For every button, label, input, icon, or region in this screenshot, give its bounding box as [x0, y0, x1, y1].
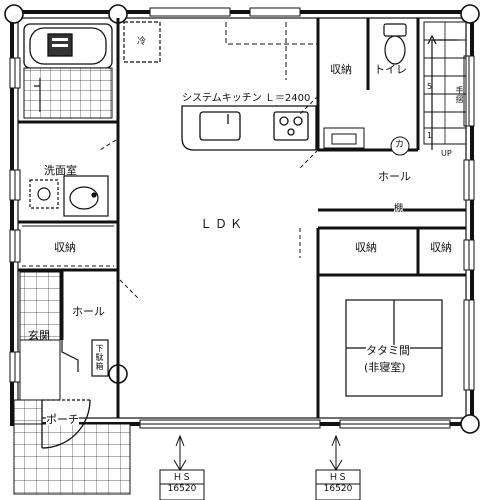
storage-mid-label: 収納	[355, 241, 377, 254]
entrance-label: 玄関	[28, 329, 50, 342]
interior-walls	[18, 18, 466, 418]
toilet-fixture	[383, 23, 407, 65]
tatami-label-line2: (非寝室)	[364, 361, 406, 374]
tatami-mats	[345, 299, 443, 397]
shoe-cabinet-label: 下駄箱	[95, 344, 104, 371]
storage-left-label: 収納	[54, 241, 76, 254]
entrance-door	[41, 399, 91, 449]
hs-marker-2: ＨＳ 16520	[318, 473, 358, 495]
storage-top-label: 収納	[330, 63, 352, 76]
hs-marker-1-value: 16520	[167, 484, 197, 494]
ka-mark-label: カ	[395, 140, 405, 150]
ldk-label: ＬＤＫ	[200, 217, 246, 231]
hs-marker-1: ＨＳ 16520	[162, 473, 202, 495]
stairs-up-label: UP	[441, 149, 452, 158]
kitchen	[181, 105, 317, 151]
hall-right-label: ホール	[378, 170, 411, 183]
fridge-label: 冷	[137, 37, 147, 47]
windows	[9, 7, 475, 429]
hall-left-label: ホール	[72, 305, 105, 318]
hs-marker-2-label: ＨＳ	[328, 473, 347, 483]
porch-label: ポーチ	[46, 413, 79, 426]
storage-right-label: 収納	[430, 241, 452, 254]
kitchen-label: システムキッチン Ｌ＝2400	[182, 93, 311, 104]
bathtub	[23, 23, 113, 69]
shelf-label: 棚	[394, 204, 404, 214]
stairs	[423, 21, 467, 150]
stairs-step-label: 5	[427, 82, 433, 91]
washroom-fixtures	[29, 175, 109, 217]
stairs-step-label-2: 1	[427, 131, 433, 140]
toilet-label: トイレ	[374, 63, 407, 76]
hs-marker-1-label: ＨＳ	[172, 473, 191, 483]
stairs-handrail-label: 手摺	[455, 86, 464, 104]
washroom-label: 洗面室	[44, 164, 77, 177]
hs-markers	[159, 434, 361, 500]
door-swings	[99, 95, 319, 301]
hs-marker-2-value: 16520	[323, 484, 353, 494]
tatami-label-line1: タタミ間	[366, 344, 410, 357]
corner-columns	[4, 4, 480, 434]
